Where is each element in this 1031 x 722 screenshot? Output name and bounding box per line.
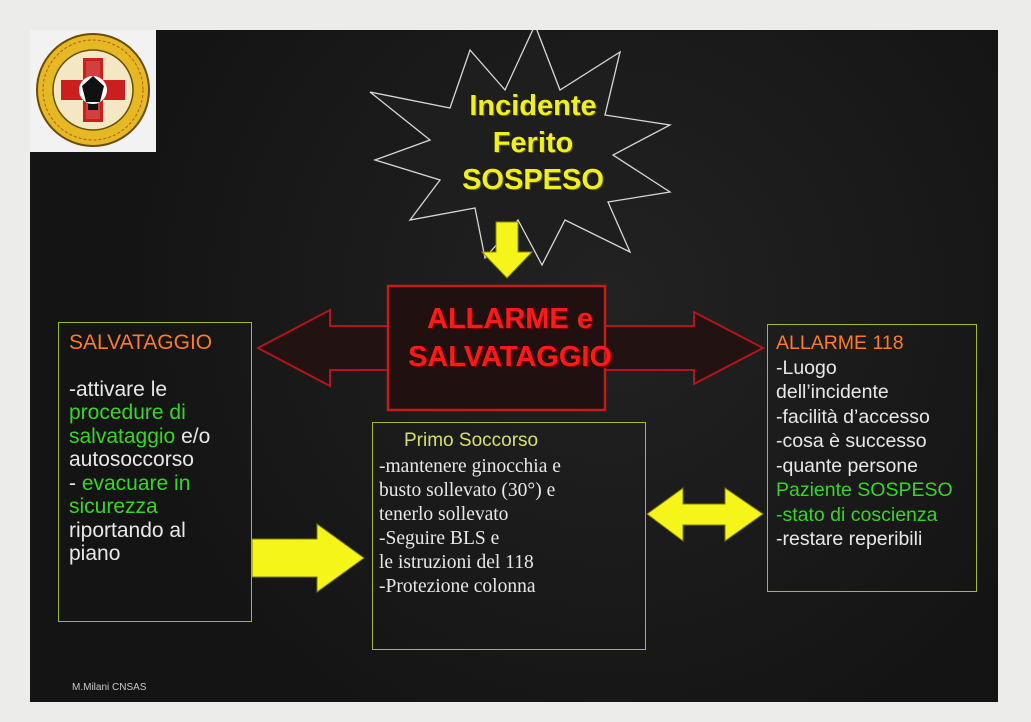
title-line-3: SOSPESO <box>462 164 604 196</box>
allarme-118-box: ALLARME 118 -Luogo dell’incidente -facil… <box>767 324 977 592</box>
salvataggio-line: autosoccorso <box>69 448 194 471</box>
salvataggio-line: sicurezza <box>69 495 158 518</box>
allarme-118-heading: ALLARME 118 <box>776 332 904 354</box>
salvataggio-line: piano <box>69 542 121 565</box>
alarm-title: ALLARME e SALVATAGGIO <box>390 300 630 376</box>
arrow-center-right <box>646 487 764 542</box>
down-arrow <box>480 221 534 279</box>
primo-soccorso-line: tenerlo sollevato <box>379 504 509 525</box>
allarme-118-highlight: -stato di coscienza <box>776 503 938 526</box>
title-line-2: Ferito <box>492 127 574 159</box>
salvataggio-box: SALVATAGGIO -attivare le procedure di sa… <box>58 322 252 622</box>
alarm-line-2: SALVATAGGIO <box>407 341 613 373</box>
slide: Incidente Ferito SOSPESO ALLARME e SALVA… <box>30 30 998 702</box>
allarme-118-line: dell’incidente <box>776 381 889 403</box>
allarme-118-line: -restare reperibili <box>776 528 923 550</box>
allarme-118-line: -quante persone <box>776 454 919 477</box>
primo-soccorso-line: -mantenere ginocchia e <box>379 456 561 477</box>
alarm-box <box>386 284 607 412</box>
salvataggio-line: - evacuare in <box>69 472 251 496</box>
primo-soccorso-box: Primo Soccorso -mantenere ginocchia e bu… <box>372 422 646 650</box>
alarm-line-1: ALLARME e <box>427 303 593 335</box>
title-line-1: Incidente <box>469 90 597 122</box>
salvataggio-highlight: salvataggio <box>69 424 176 448</box>
salvataggio-highlight: evacuare in <box>81 471 191 495</box>
allarme-118-line: -Luogo <box>776 356 837 379</box>
logo-tile <box>30 30 156 152</box>
salvataggio-heading: SALVATAGGIO <box>69 331 213 354</box>
salvataggio-text: e/o <box>175 424 211 448</box>
allarme-118-line: -facilità d’accesso <box>776 405 930 428</box>
allarme-118-line: -cosa è successo <box>776 430 927 452</box>
primo-soccorso-line: le istruzioni del 118 <box>379 552 534 573</box>
author-credit: M.Milani CNSAS <box>72 682 147 693</box>
primo-soccorso-heading: Primo Soccorso <box>404 430 539 451</box>
cnsas-logo <box>36 33 150 147</box>
allarme-118-highlight: Paziente SOSPESO <box>776 479 953 501</box>
salvataggio-line: procedure di <box>69 401 186 424</box>
arrow-left-to-center <box>251 523 365 593</box>
primo-soccorso-line: busto sollevato (30°) e <box>379 480 556 501</box>
salvataggio-line: -attivare le <box>69 377 168 401</box>
primo-soccorso-line: -Seguire BLS e <box>379 528 500 549</box>
salvataggio-line: salvataggio e/o <box>69 425 251 449</box>
primo-soccorso-line: -Protezione colonna <box>379 576 536 597</box>
starburst-shape <box>369 30 673 267</box>
diagram-shapes <box>251 30 766 593</box>
incident-title: Incidente Ferito SOSPESO <box>418 88 648 199</box>
salvataggio-text: - <box>69 471 82 495</box>
salvataggio-line: riportando al <box>69 518 186 542</box>
